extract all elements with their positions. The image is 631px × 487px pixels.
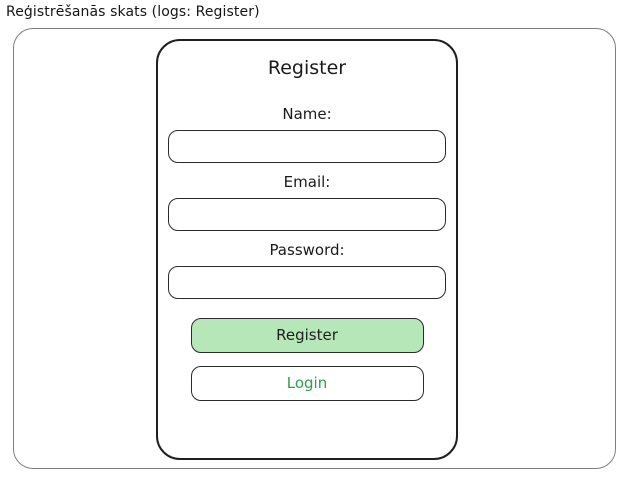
- register-button[interactable]: Register: [190, 318, 424, 353]
- name-label: Name:: [282, 105, 332, 123]
- page-title: Reģistrēšanās skats (logs: Register): [6, 4, 260, 20]
- email-label: Email:: [283, 173, 331, 191]
- email-input[interactable]: [168, 198, 446, 231]
- password-label: Password:: [269, 241, 345, 259]
- register-card: Register Name: Email: Password: Register…: [156, 39, 458, 460]
- login-button[interactable]: Login: [190, 366, 424, 401]
- password-input[interactable]: [168, 266, 446, 299]
- form-heading: Register: [267, 57, 347, 79]
- name-input[interactable]: [168, 130, 446, 163]
